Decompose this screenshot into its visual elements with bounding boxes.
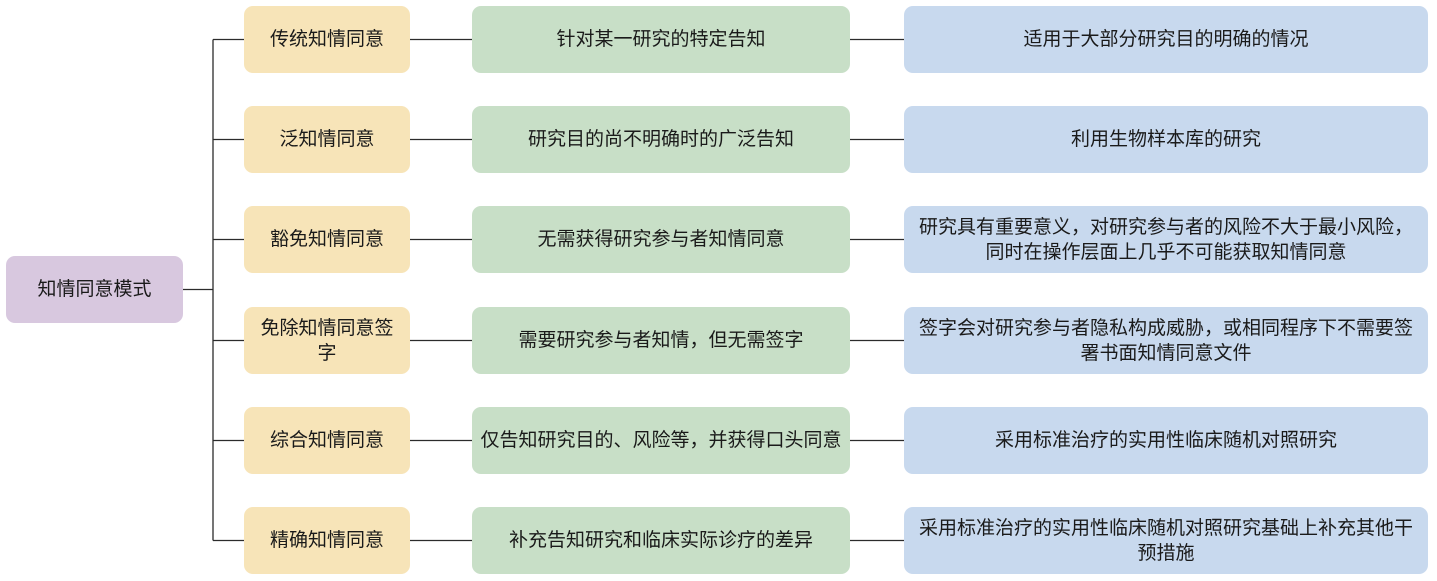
application-scenario-node: 采用标准治疗的实用性临床随机对照研究基础上补充其他干预措施 [904, 507, 1428, 574]
consent-description-node-label: 针对某一研究的特定告知 [556, 28, 766, 50]
consent-description-node: 研究目的尚不明确时的广泛告知 [472, 106, 850, 173]
consent-description-node-label: 研究目的尚不明确时的广泛告知 [527, 128, 794, 150]
application-scenario-node-label: 研究具有重要意义，对研究参与者的风险不大于最小风险，同时在操作层面上几乎不可能获… [918, 215, 1413, 263]
consent-type-node: 综合知情同意 [244, 407, 410, 474]
consent-description-node-label: 补充告知研究和临床实际诊疗的差异 [508, 529, 813, 551]
root-node: 知情同意模式 [6, 256, 183, 323]
application-scenario-node-label: 利用生物样本库的研究 [1070, 128, 1261, 150]
consent-description-node-label: 仅告知研究目的、风险等，并获得口头同意 [480, 429, 842, 451]
application-scenario-node: 采用标准治疗的实用性临床随机对照研究 [904, 407, 1428, 474]
consent-type-node-label: 泛知情同意 [279, 128, 375, 150]
application-scenario-node: 利用生物样本库的研究 [904, 106, 1428, 173]
consent-type-node: 泛知情同意 [244, 106, 410, 173]
consent-type-node-label: 免除知情同意签字 [260, 316, 394, 364]
consent-type-node: 精确知情同意 [244, 507, 410, 574]
root-node-label: 知情同意模式 [37, 278, 152, 300]
application-scenario-node-label: 适用于大部分研究目的明确的情况 [1023, 28, 1309, 50]
application-scenario-node-label: 签字会对研究参与者隐私构成威胁，或相同程序下不需要签署书面知情同意文件 [918, 316, 1413, 364]
consent-type-node-label: 精确知情同意 [269, 529, 384, 551]
application-scenario-node-label: 采用标准治疗的实用性临床随机对照研究 [994, 429, 1337, 451]
consent-description-node: 无需获得研究参与者知情同意 [472, 206, 850, 273]
application-scenario-node: 适用于大部分研究目的明确的情况 [904, 6, 1428, 73]
consent-type-node-label: 综合知情同意 [269, 429, 384, 451]
consent-description-node-label: 需要研究参与者知情，但无需签字 [518, 329, 804, 351]
consent-description-node: 针对某一研究的特定告知 [472, 6, 850, 73]
application-scenario-node-label: 采用标准治疗的实用性临床随机对照研究基础上补充其他干预措施 [918, 516, 1413, 564]
consent-type-node: 豁免知情同意 [244, 206, 410, 273]
consent-description-node: 仅告知研究目的、风险等，并获得口头同意 [472, 407, 850, 474]
application-scenario-node: 签字会对研究参与者隐私构成威胁，或相同程序下不需要签署书面知情同意文件 [904, 307, 1428, 374]
application-scenario-node: 研究具有重要意义，对研究参与者的风险不大于最小风险，同时在操作层面上几乎不可能获… [904, 206, 1428, 273]
consent-description-node: 需要研究参与者知情，但无需签字 [472, 307, 850, 374]
consent-description-node-label: 无需获得研究参与者知情同意 [537, 228, 785, 250]
consent-type-node-label: 传统知情同意 [269, 28, 384, 50]
consent-type-node-label: 豁免知情同意 [269, 228, 384, 250]
consent-type-node: 免除知情同意签字 [244, 307, 410, 374]
consent-description-node: 补充告知研究和临床实际诊疗的差异 [472, 507, 850, 574]
consent-type-node: 传统知情同意 [244, 6, 410, 73]
